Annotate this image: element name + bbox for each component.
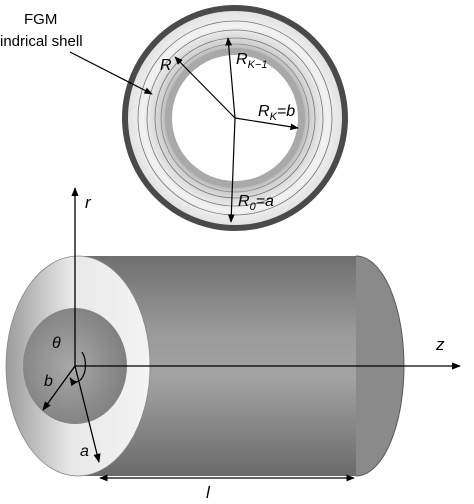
theta-arc-arrow [69, 351, 87, 387]
radius-R-arrow [174, 56, 236, 119]
callout-line-2: indrical shell [0, 33, 83, 50]
ring-layer-line [146, 29, 324, 207]
radius-R0-arrow [227, 117, 236, 223]
ring-layer-line [137, 20, 333, 216]
radius-RK-arrow [234, 117, 299, 131]
a-radius-arrow [74, 365, 101, 463]
label-R-K-minus-1: RK−1 [236, 51, 267, 71]
label-R-0: R0=a [238, 193, 274, 213]
label-theta: θ [52, 335, 61, 352]
cylinder-annotations: r z b a θ l [42, 187, 461, 502]
label-b: b [44, 373, 53, 390]
label-z: z [435, 335, 445, 354]
ring-layer-line [154, 37, 316, 199]
callout-line-1: FGM [24, 11, 57, 28]
radius-RK-1-arrow [225, 37, 236, 119]
b-radius-arrow [42, 365, 76, 411]
ring-layer-line [160, 43, 310, 193]
label-R: R [160, 57, 172, 74]
ring-cross-section: FGM indrical shell R RK−1 RK=b R0=a [0, 5, 348, 231]
label-l: l [206, 483, 211, 502]
callout-leader-arrow [69, 51, 153, 95]
label-a: a [80, 443, 89, 460]
label-r: r [85, 193, 92, 212]
label-R-K: RK=b [258, 103, 295, 123]
